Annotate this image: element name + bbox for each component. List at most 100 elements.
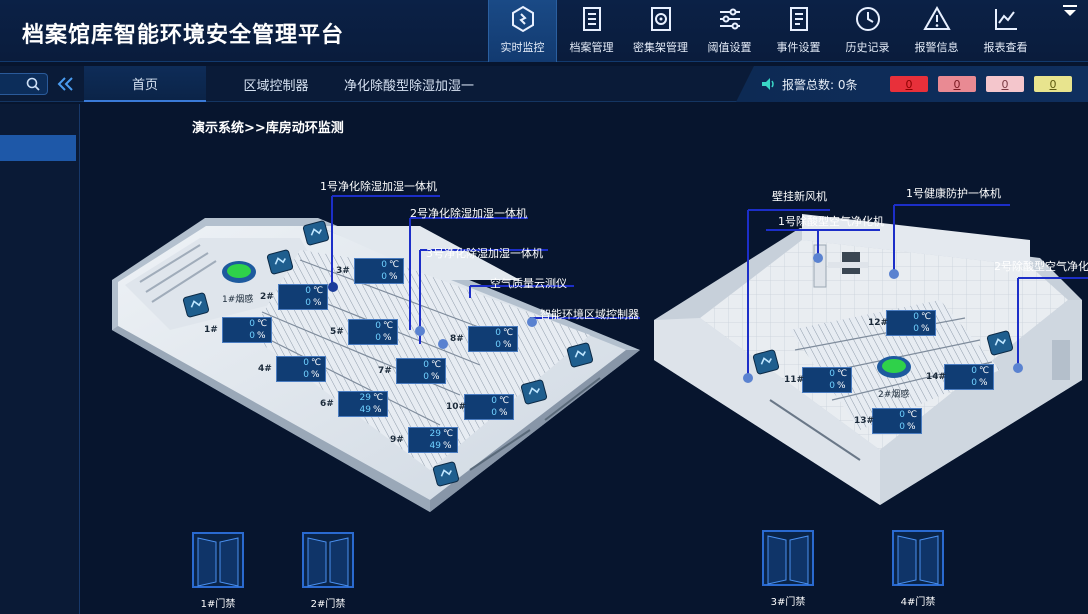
sensor-hum: 0 <box>305 298 311 308</box>
main-nav: 实时监控 档案管理 密集架管理 阈值设置 事件设置 历史记录 报警信息 报表查 <box>488 0 1040 62</box>
breadcrumb: 演示系统>>库房动环监测 <box>192 121 344 136</box>
sensor-temp: 0 <box>491 396 497 406</box>
left-device-dots <box>328 282 537 349</box>
callout-area-controller[interactable]: 智能环境区域控制器 <box>540 307 639 321</box>
hum-unit: % <box>921 324 930 334</box>
hum-unit: % <box>389 272 398 282</box>
nav-report-view[interactable]: 报表查看 <box>971 0 1040 62</box>
collapse-sidebar-icon[interactable] <box>56 76 74 92</box>
callout-air-quality[interactable]: 空气质量云测仪 <box>490 276 567 290</box>
sensor-hum: 0 <box>303 370 309 380</box>
purifier-device-icon[interactable] <box>302 220 330 246</box>
sidebar <box>0 104 80 614</box>
alarm-badge-critical[interactable]: 0 <box>890 76 928 92</box>
door-icon[interactable] <box>302 532 354 588</box>
sensor-device-icon[interactable] <box>752 349 780 375</box>
callout-purifier-1[interactable]: 1号净化除湿加湿一体机 <box>320 179 437 193</box>
sensor-temp: 0 <box>829 369 835 379</box>
smoke-label-1: 1#烟感 <box>222 295 254 305</box>
nav-alarm-info[interactable]: 报警信息 <box>902 0 971 62</box>
sensor-hum: 0 <box>375 333 381 343</box>
alarm-badge-warning[interactable]: 0 <box>1034 76 1072 92</box>
door-icon[interactable] <box>192 532 244 588</box>
callout-purifier-2[interactable]: 2号净化除湿加湿一体机 <box>410 206 527 220</box>
door-icon[interactable] <box>892 530 944 586</box>
smoke-detector-2[interactable] <box>877 356 911 378</box>
nav-archive-management[interactable]: 档案管理 <box>557 0 626 62</box>
nav-label: 实时监控 <box>500 41 545 54</box>
right-storage-room <box>654 214 1082 505</box>
nav-event-settings[interactable]: 事件设置 <box>764 0 833 62</box>
alarm-badge-minor[interactable]: 0 <box>986 76 1024 92</box>
right-device-dots <box>743 253 1023 383</box>
sensor-device-icon[interactable] <box>520 379 548 405</box>
hum-unit: % <box>443 441 452 451</box>
alarm-total-count: 0条 <box>837 78 858 92</box>
nav-label: 报表查看 <box>983 41 1028 54</box>
sliders-icon <box>719 8 740 30</box>
sensor-hum: 49 <box>429 441 441 451</box>
right-callout-lines <box>747 204 1088 378</box>
search-icon[interactable] <box>26 77 40 91</box>
nav-label: 阈值设置 <box>707 41 752 54</box>
sensor-device-icon[interactable] <box>432 461 460 487</box>
tab-area-controller[interactable]: 区域控制器 <box>243 78 309 94</box>
nav-label: 事件设置 <box>776 41 821 54</box>
callout-deacid-purifier-2[interactable]: 2号除酸型空气净化 <box>994 259 1088 273</box>
sensor-device-icon[interactable] <box>266 249 294 275</box>
nav-shelf-management[interactable]: 密集架管理 <box>626 0 695 62</box>
sensor-device-icon[interactable] <box>986 330 1014 356</box>
sensor-id: 6# <box>320 399 334 409</box>
dropdown-menu-icon[interactable] <box>1062 4 1078 18</box>
nav-threshold-settings[interactable]: 阈值设置 <box>695 0 764 62</box>
door-icon[interactable] <box>762 530 814 586</box>
speaker-icon <box>762 78 774 90</box>
smoke-detector-1[interactable] <box>222 261 256 283</box>
sensor-id: 11# <box>784 375 805 385</box>
temp-unit: ℃ <box>837 369 848 379</box>
alarm-badge-major[interactable]: 0 <box>938 76 976 92</box>
temp-unit: ℃ <box>503 328 514 338</box>
door-label-2: 2#门禁 <box>310 599 346 610</box>
sensor-temp: 0 <box>305 286 311 296</box>
nav-history[interactable]: 历史记录 <box>833 0 902 62</box>
sensor-temp: 0 <box>899 410 905 420</box>
sensor-id: 10# <box>446 402 467 412</box>
callout-purifier-3[interactable]: 3号净化除湿加湿一体机 <box>426 246 543 260</box>
temp-unit: ℃ <box>431 360 442 370</box>
tab-purifier[interactable]: 净化除酸型除湿加湿一 <box>344 78 474 94</box>
nav-realtime-monitor[interactable]: 实时监控 <box>488 0 557 62</box>
callout-deacid-purifier-1[interactable]: 1号除酸型空气净化机 <box>778 214 884 228</box>
device-icons <box>182 220 1014 487</box>
sensor-id: 8# <box>450 334 464 344</box>
temp-unit: ℃ <box>389 260 400 270</box>
sensor-id: 13# <box>854 416 875 426</box>
sidebar-item-selected[interactable] <box>0 135 76 161</box>
hum-unit: % <box>979 378 988 388</box>
tab-home[interactable]: 首页 <box>84 66 206 102</box>
hum-unit: % <box>313 298 322 308</box>
callout-health-unit[interactable]: 1号健康防护一体机 <box>906 186 1001 200</box>
hum-unit: % <box>837 381 846 391</box>
search-button[interactable] <box>0 73 48 95</box>
callout-fresh-air[interactable]: 壁挂新风机 <box>772 189 827 203</box>
sensor-device-icon[interactable] <box>182 292 210 318</box>
alarm-total: 报警总数: 0条 <box>782 76 858 93</box>
temp-unit: ℃ <box>311 358 322 368</box>
temp-unit: ℃ <box>979 366 990 376</box>
sensor-device-icon[interactable] <box>566 342 594 368</box>
